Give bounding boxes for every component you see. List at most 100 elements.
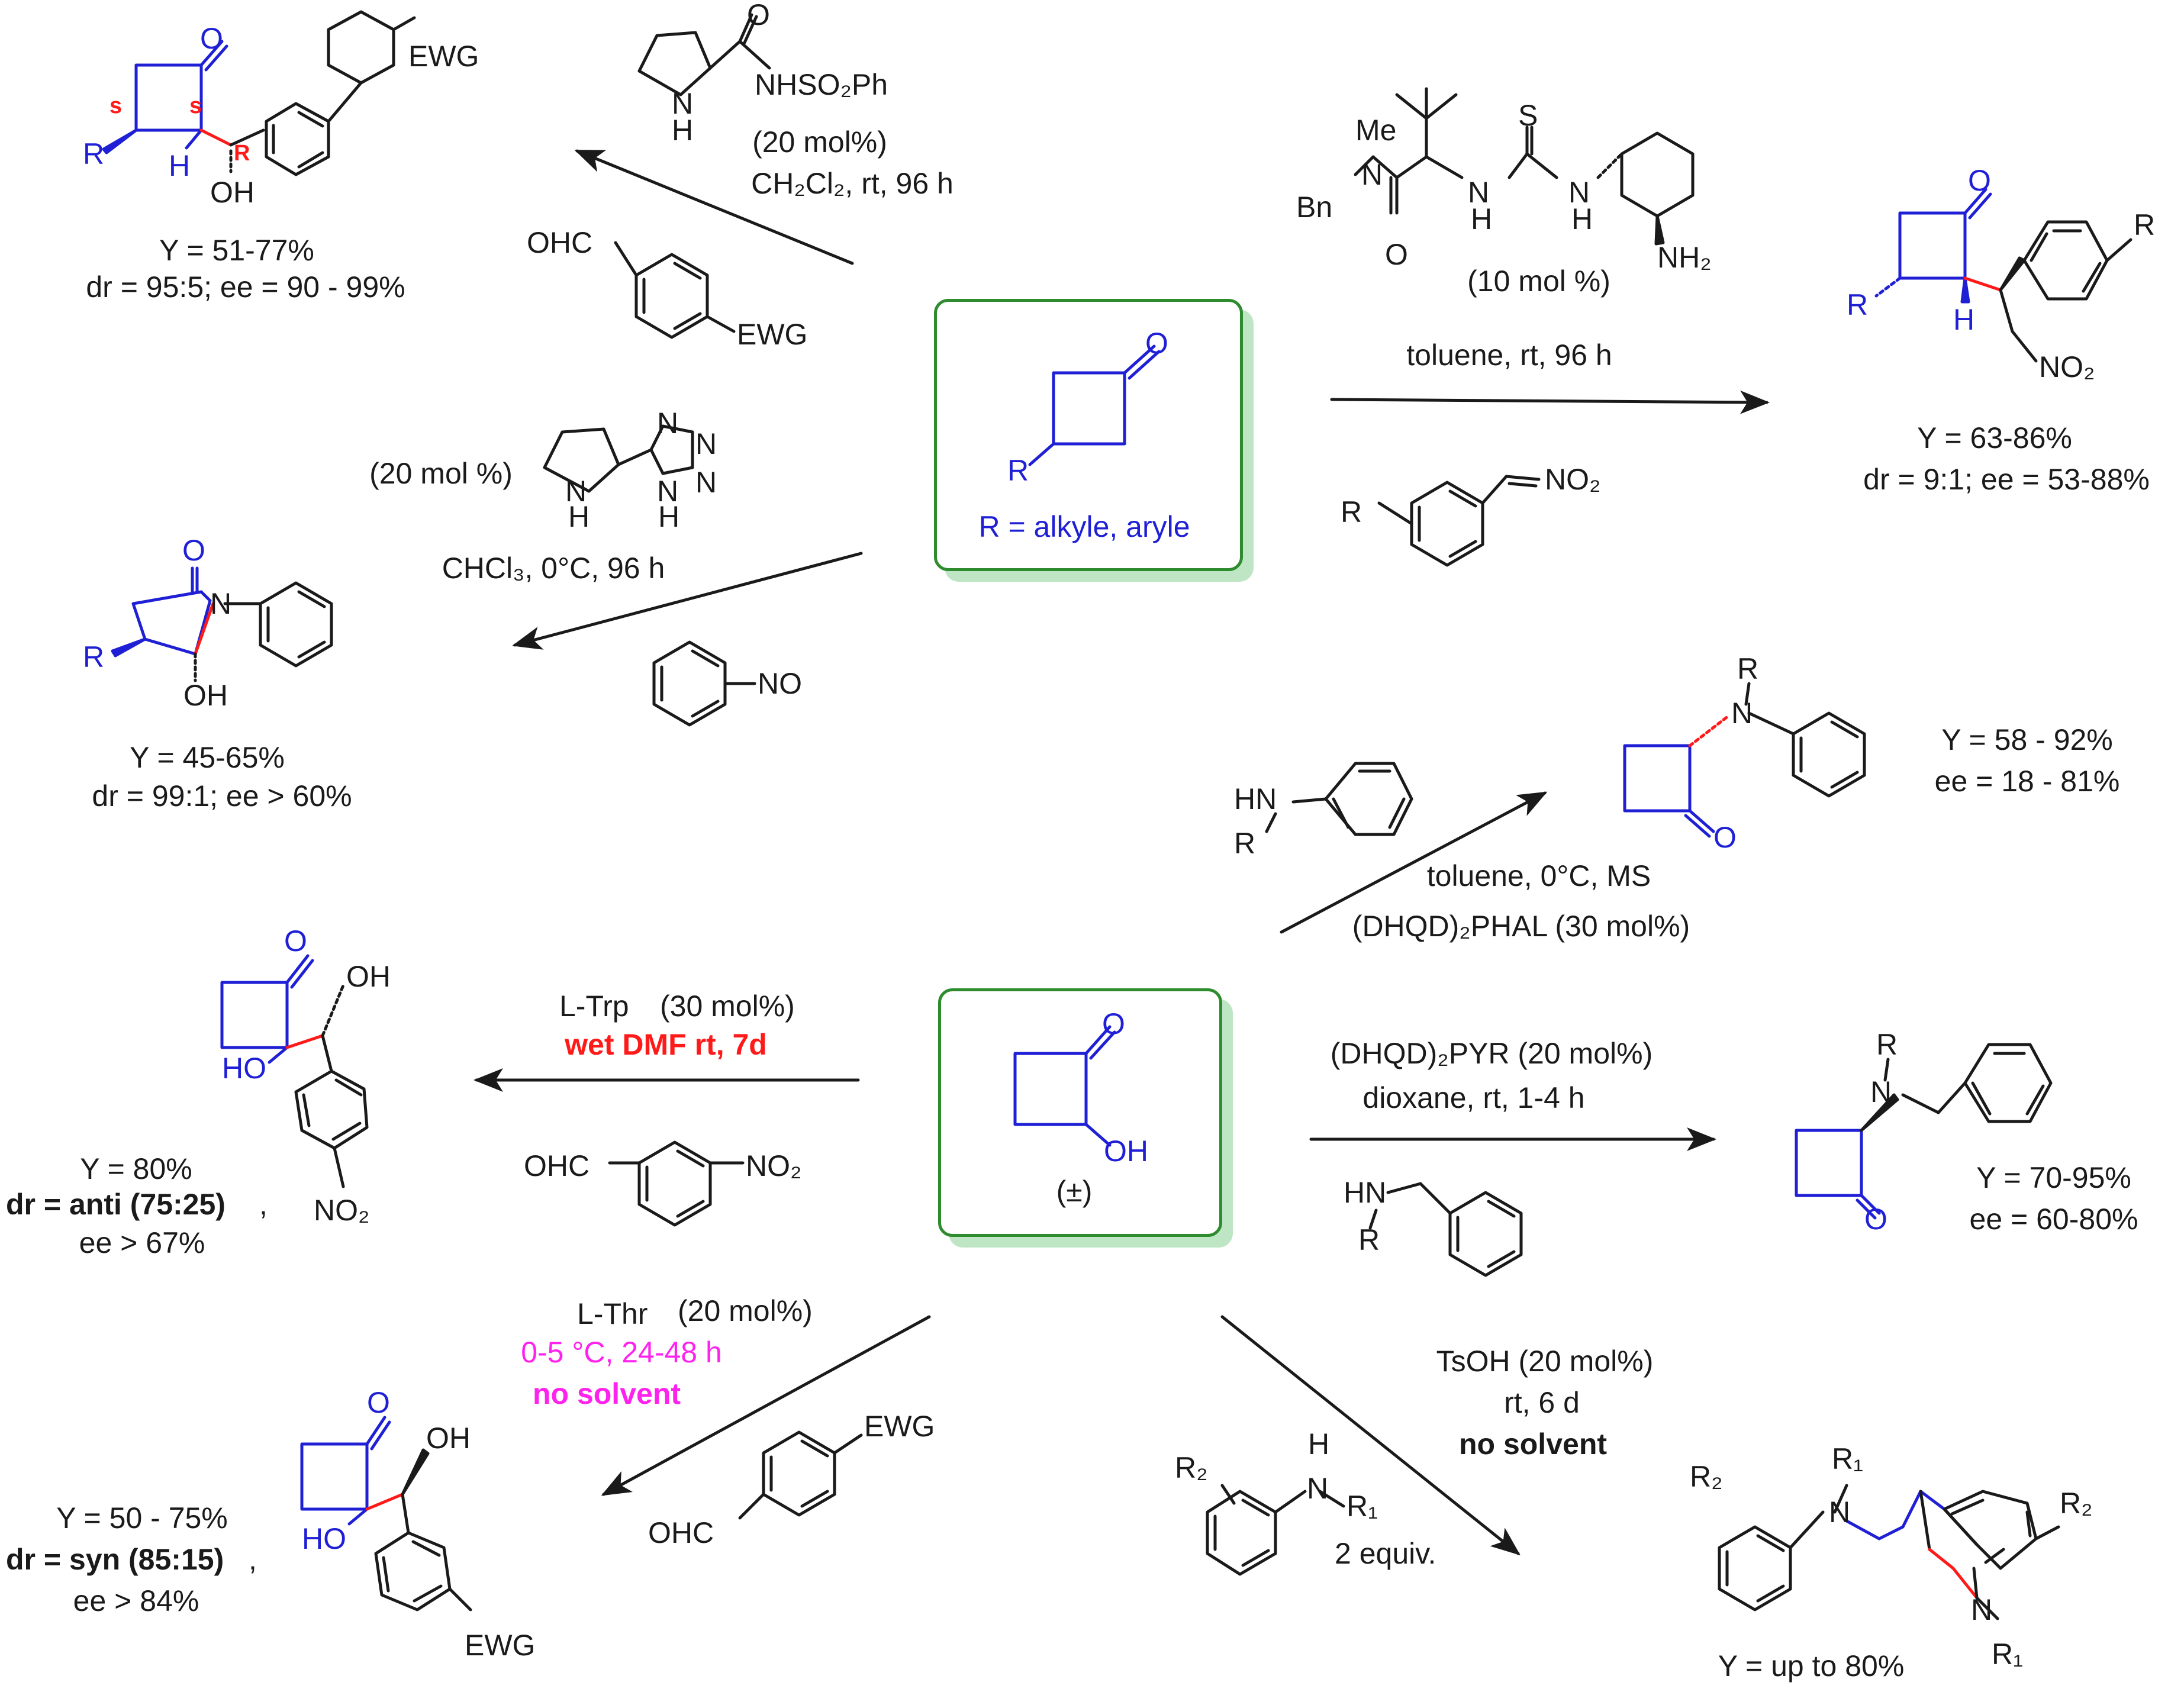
aldol-thr-solvent: no solvent	[532, 1377, 681, 1410]
michael-cat-nh2: N	[1568, 176, 1590, 209]
benzylamination-reagent-r: R	[1358, 1223, 1380, 1256]
amination-right-selectivity: ee = 18 - 81%	[1934, 765, 2120, 798]
aldol-thr-dr-suffix: ,	[249, 1543, 257, 1576]
michael-conditions: toluene, rt, 96 h	[1406, 339, 1612, 372]
aldol-trp-aldehyde-structure	[608, 1140, 745, 1227]
aldol-top-product-oh: OH	[210, 176, 255, 209]
michael-cat-me: Me	[1355, 114, 1397, 147]
aldol-trp-reagent-no2: NO₂	[746, 1149, 802, 1182]
michael-cat-s: S	[1518, 99, 1538, 132]
amination-top-cat-tn3: N	[695, 466, 717, 499]
amination-top-catalyst-structure	[543, 424, 694, 493]
aldol-top-product-h: H	[169, 149, 191, 182]
aldol-top-product-s2: s	[189, 94, 202, 118]
amination-right-yield: Y = 58 - 92%	[1941, 723, 2113, 756]
amination-top-cat-tn1: N	[657, 407, 679, 440]
michael-cat-h2: H	[1571, 202, 1593, 236]
indole-product-r1b: R₁	[1992, 1638, 2023, 1671]
amination-top-cat-h: H	[568, 500, 590, 533]
amination-right-aniline-structure	[1265, 762, 1413, 836]
michael-loading: (10 mol %)	[1467, 265, 1610, 298]
michael-cat-n: N	[1361, 158, 1383, 191]
indole-product-n2: N	[1971, 1593, 1993, 1626]
bottom-substrate-o-label: O	[1102, 1007, 1125, 1040]
indole-product-r2b: R₂	[2060, 1487, 2093, 1520]
top-substrate-caption: R = alkyle, aryle	[978, 510, 1190, 543]
aldol-trp-product-structure	[220, 954, 369, 1188]
aldol-thr-dr: dr = syn (85:15)	[6, 1543, 224, 1576]
benzylamination-yield: Y = 70-95%	[1976, 1161, 2131, 1194]
aldol-trp-dr: dr = anti (75:25)	[6, 1188, 226, 1221]
amination-right-product-r: R	[1737, 652, 1759, 685]
michael-cat-h1: H	[1471, 202, 1493, 236]
michael-yield: Y = 63-86%	[1917, 421, 2072, 455]
amination-right-reagent-hn: HN	[1234, 782, 1277, 816]
aldol-trp-product-o: O	[284, 924, 307, 958]
benzylamination-conditions: dioxane, rt, 1-4 h	[1362, 1081, 1585, 1114]
amination-top-selectivity: dr = 99:1; ee > 60%	[92, 779, 352, 813]
aldol-trp-reagent-cho: OHC	[524, 1149, 590, 1182]
aldol-top-reagent-ewg: EWG	[737, 318, 808, 351]
michael-product-r-ring: R	[2134, 208, 2156, 241]
indole-reagent-r1: R₁	[1347, 1490, 1378, 1523]
aldol-top-cat-h: H	[672, 114, 694, 147]
aldol-top-product-structure	[102, 10, 416, 176]
amination-top-cat-tn2: N	[695, 427, 717, 460]
aldol-top-product-o: O	[200, 22, 223, 55]
arrow-amination-top	[512, 552, 863, 650]
aldol-top-catalyst-structure	[637, 13, 771, 96]
aldol-trp-product-oh: OH	[346, 960, 391, 993]
aldol-thr-catalyst-name: L-Thr	[577, 1297, 648, 1330]
michael-product-no2: NO₂	[2039, 350, 2095, 383]
amination-top-conditions: CHCl₃, 0°C, 96 h	[442, 552, 665, 585]
bottom-substrate-box	[938, 988, 1222, 1237]
amination-top-cat-n: N	[565, 475, 587, 508]
aldol-top-product-ewg: EWG	[408, 40, 479, 73]
michael-cat-bn: Bn	[1296, 191, 1333, 224]
indole-solvent: no solvent	[1458, 1427, 1608, 1461]
aldol-top-product-r-stereo: R	[234, 141, 250, 166]
benzylamination-reagent-hn: HN	[1344, 1176, 1387, 1209]
benzylamination-catalyst: (DHQD)₂PYR (20 mol%)	[1330, 1037, 1653, 1070]
amination-top-product-structure	[111, 566, 333, 682]
michael-selectivity: dr = 9:1; ee = 53-88%	[1863, 463, 2150, 496]
aldol-top-aldehyde-structure	[614, 241, 736, 339]
bottom-substrate-caption: (±)	[1056, 1175, 1093, 1208]
amination-right-catalyst: (DHQD)₂PHAL (30 mol%)	[1352, 910, 1690, 943]
top-substrate-o-label: O	[1145, 327, 1168, 360]
michael-reagent-no2: NO₂	[1545, 463, 1601, 496]
aldol-thr-product-oh: OH	[426, 1422, 471, 1455]
indole-aniline-structure	[1206, 1484, 1345, 1576]
indole-product-r1a: R₁	[1832, 1442, 1863, 1475]
amination-right-conditions: toluene, 0°C, MS	[1426, 859, 1651, 892]
michael-product-r: R	[1847, 288, 1869, 321]
aldol-trp-dr-suffix: ,	[259, 1188, 268, 1221]
indole-reagent-n: N	[1307, 1472, 1329, 1505]
indole-reagent-h: H	[1308, 1427, 1330, 1461]
amination-right-reagent-r: R	[1234, 827, 1256, 860]
bottom-substrate-oh-label: OH	[1104, 1135, 1148, 1168]
michael-product-o: O	[1968, 164, 1991, 197]
amination-top-loading: (20 mol %)	[369, 457, 513, 490]
aldol-thr-yield: Y = 50 - 75%	[56, 1501, 228, 1535]
aldol-thr-product-ho: HO	[302, 1522, 346, 1555]
indole-reagent-equiv: 2 equiv.	[1335, 1537, 1436, 1570]
benzylamination-product-r: R	[1876, 1028, 1898, 1061]
aldol-trp-highlight: wet DMF rt, 7d	[565, 1028, 767, 1061]
amination-top-product-r: R	[83, 640, 105, 673]
amination-top-yield: Y = 45-65%	[130, 741, 285, 774]
indole-reagent-r2: R₂	[1175, 1451, 1208, 1484]
amination-top-nitroso-structure	[652, 640, 756, 727]
michael-product-h: H	[1953, 303, 1975, 336]
arrow-amination-right	[1280, 791, 1548, 934]
amination-right-product-n: N	[1731, 697, 1753, 730]
indole-product-n: N	[1829, 1496, 1851, 1529]
amination-top-reagent: NO	[758, 667, 802, 700]
aldol-top-product-r: R	[83, 137, 105, 170]
aldol-trp-product-no2: NO₂	[314, 1194, 370, 1227]
benzylamination-product-n: N	[1870, 1075, 1892, 1108]
aldol-top-cat-n: N	[672, 87, 694, 120]
amination-top-product-o: O	[182, 534, 205, 567]
